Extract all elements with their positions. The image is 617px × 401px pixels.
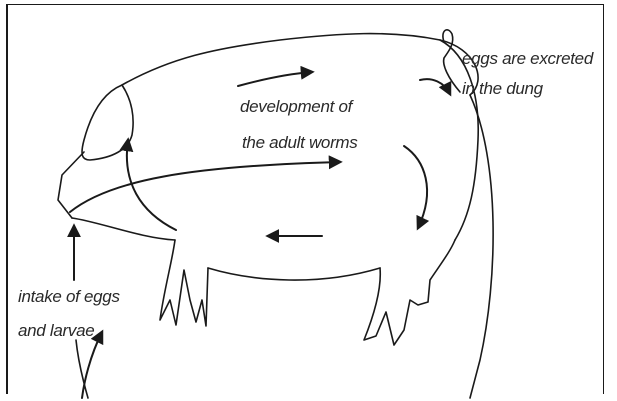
pig-jaw	[72, 218, 175, 240]
pig-hind-legs	[364, 240, 455, 345]
arrow-right-down	[404, 146, 427, 228]
pig-snout	[58, 152, 84, 218]
arrow-left-up	[127, 140, 176, 230]
intake-label-line1: intake of eggs	[18, 286, 120, 308]
pig-back	[122, 34, 478, 95]
arrow-top-right	[238, 72, 312, 86]
pig-front-legs	[160, 240, 208, 326]
pig-belly	[208, 268, 380, 280]
development-label: development of the adult worms	[240, 96, 358, 154]
excretion-label-line1: eggs are excreted	[462, 48, 593, 70]
pig-tail	[443, 30, 460, 92]
excretion-label: eggs are excreted in the dung	[462, 48, 593, 100]
intake-label: intake of eggs and larvae	[18, 286, 120, 342]
arrow-mouth-to-center	[70, 162, 340, 212]
pig-ear	[82, 85, 133, 160]
arrow-excretion	[420, 79, 450, 94]
intake-label-line2: and larvae	[18, 320, 120, 342]
excretion-label-line2: in the dung	[462, 78, 593, 100]
development-label-line1: development of	[240, 96, 358, 118]
development-label-line2: the adult worms	[242, 132, 358, 154]
